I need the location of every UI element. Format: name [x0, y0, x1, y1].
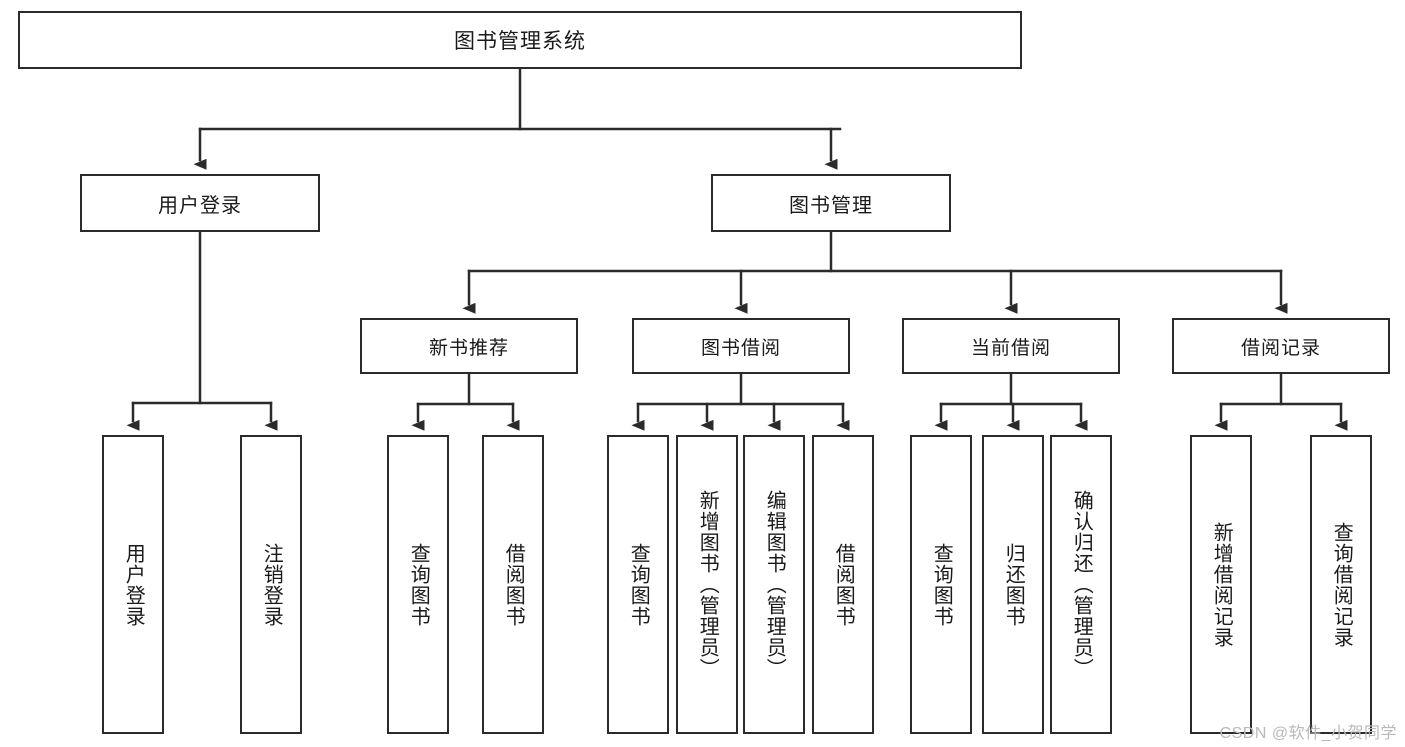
leaf-node-label: 查询借阅记录	[1330, 521, 1353, 648]
node-new-book-recommend[interactable]: 新书推荐	[360, 318, 578, 374]
leaf-node[interactable]: 归还图书	[982, 435, 1044, 734]
node-book-borrow-label: 图书借阅	[700, 337, 781, 359]
node-user-login[interactable]: 用户登录	[80, 174, 320, 232]
leaf-node-label: 归还图书	[1002, 542, 1025, 627]
leaf-node-label: 查询图书	[407, 542, 430, 627]
leaf-node-label: 借阅图书	[502, 542, 525, 627]
leaf-node-label: 新增图书（管理员）	[696, 490, 719, 679]
leaf-node[interactable]: 借阅图书	[482, 435, 544, 734]
leaf-node-label: 新增借阅记录	[1210, 521, 1233, 648]
leaf-node[interactable]: 借阅图书	[812, 435, 874, 734]
leaf-node-label: 注销登录	[260, 542, 283, 627]
leaf-node-label: 确认归还（管理员）	[1070, 490, 1093, 679]
node-current-borrow-label: 当前借阅	[970, 337, 1051, 359]
watermark: CSDN @软件_小贺同学	[1219, 725, 1397, 742]
leaf-node[interactable]: 查询借阅记录	[1310, 435, 1372, 734]
leaf-node[interactable]: 用户登录	[102, 435, 164, 734]
leaf-node[interactable]: 编辑图书（管理员）	[743, 435, 805, 734]
leaf-node-label: 借阅图书	[832, 542, 855, 627]
leaf-node-label: 用户登录	[122, 542, 145, 627]
node-root-label: 图书管理系统	[454, 30, 586, 53]
leaf-node[interactable]: 注销登录	[240, 435, 302, 734]
node-current-borrow[interactable]: 当前借阅	[902, 318, 1120, 374]
node-borrow-record[interactable]: 借阅记录	[1172, 318, 1390, 374]
node-new-book-recommend-label: 新书推荐	[428, 337, 509, 359]
leaf-node-label: 查询图书	[627, 542, 650, 627]
leaf-node[interactable]: 新增图书（管理员）	[676, 435, 738, 734]
leaf-node[interactable]: 确认归还（管理员）	[1050, 435, 1112, 734]
leaf-node[interactable]: 查询图书	[910, 435, 972, 734]
node-borrow-record-label: 借阅记录	[1240, 337, 1321, 359]
leaf-node-label: 查询图书	[930, 542, 953, 627]
leaf-node[interactable]: 查询图书	[607, 435, 669, 734]
node-user-login-label: 用户登录	[158, 194, 242, 217]
node-root[interactable]: 图书管理系统	[18, 11, 1022, 69]
node-book-management[interactable]: 图书管理	[711, 174, 951, 232]
leaf-node[interactable]: 查询图书	[387, 435, 449, 734]
leaf-node-label: 编辑图书（管理员）	[763, 490, 786, 679]
node-book-management-label: 图书管理	[789, 194, 873, 217]
leaf-node[interactable]: 新增借阅记录	[1190, 435, 1252, 734]
node-book-borrow[interactable]: 图书借阅	[632, 318, 850, 374]
